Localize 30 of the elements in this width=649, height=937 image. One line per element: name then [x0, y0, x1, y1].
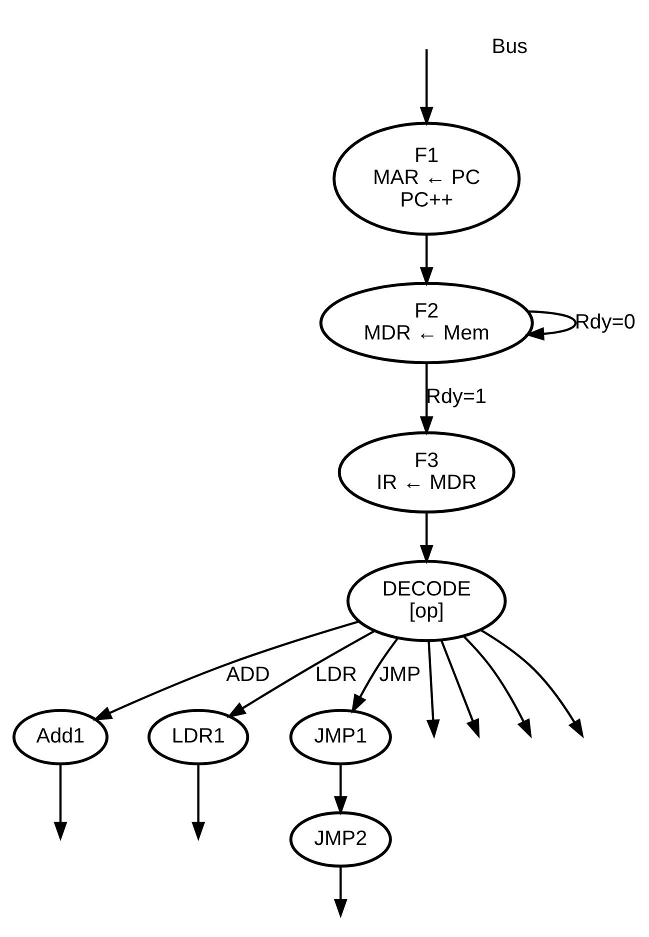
arrow [351, 638, 398, 714]
node-ellipse: Add1 [12, 708, 109, 766]
arrow [334, 866, 348, 918]
arrow [334, 764, 348, 816]
node-ellipse: F1 MAR ← PC PC++ [332, 122, 521, 236]
edge-label: LDR [315, 663, 357, 686]
edge-label: Rdy=1 [426, 385, 487, 408]
node-ellipse: LDR1 [148, 708, 250, 766]
edge-label: ADD [226, 663, 270, 686]
arrow [480, 629, 584, 738]
arrow [426, 640, 440, 739]
arrow [54, 764, 68, 842]
node-ellipse: F2 MDR ← Mem [319, 282, 534, 364]
edge-label: Rdy=0 [574, 310, 636, 334]
node-ellipse: DECODE [op] [346, 560, 507, 642]
arrow [420, 512, 434, 564]
arrow [92, 620, 360, 721]
arrow [440, 640, 480, 739]
arrow [192, 764, 206, 842]
arrow [420, 362, 434, 436]
arrow [420, 234, 434, 286]
node-ellipse: F3 IR ← MDR [338, 431, 516, 514]
node-ellipse: JMP1 [289, 708, 392, 766]
arrow [420, 49, 434, 126]
arrow [463, 636, 532, 739]
arrow [524, 310, 577, 341]
label: Bus [492, 35, 528, 58]
edge-label: JMP [379, 663, 421, 686]
arrow [226, 630, 375, 718]
node-ellipse: JMP2 [289, 811, 392, 868]
